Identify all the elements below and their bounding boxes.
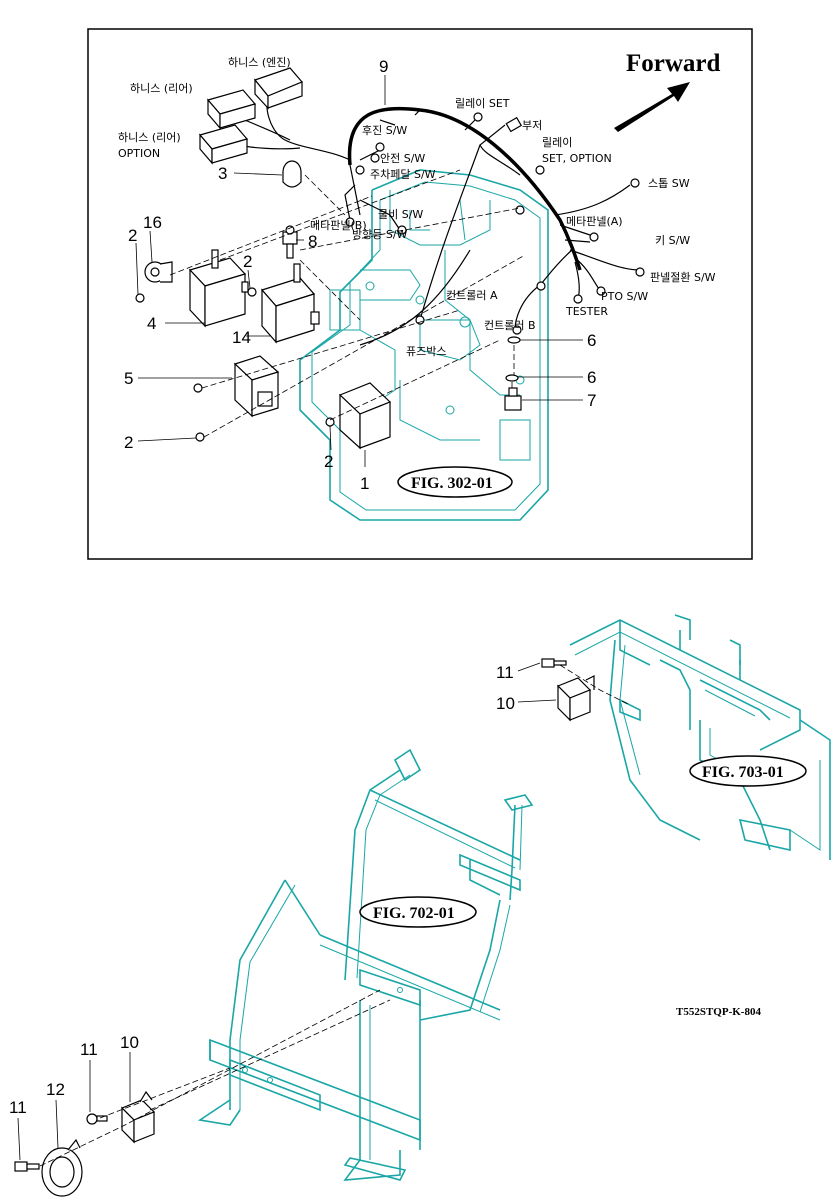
callout-3: 3 bbox=[218, 164, 227, 183]
harness-engine-plug bbox=[253, 67, 303, 110]
callout-9: 9 bbox=[379, 57, 388, 76]
label-reverse-sw: 후진 S/W bbox=[362, 124, 407, 137]
figure-ref-703-bubble bbox=[689, 755, 807, 787]
callout-16: 16 bbox=[143, 213, 162, 232]
chassis-frame-top bbox=[299, 169, 549, 521]
assembly-line-right bbox=[559, 664, 631, 706]
label-pto-sw: PTO S/W bbox=[601, 290, 648, 303]
harness-rear-plug bbox=[206, 89, 257, 130]
callout-6a: 6 bbox=[587, 331, 596, 350]
label-relay-option-2: SET, OPTION bbox=[542, 152, 612, 165]
harness-rear-option-plug bbox=[198, 124, 249, 165]
callout-7: 7 bbox=[587, 391, 596, 410]
drawing-code: T552STQP-K-804 bbox=[676, 1006, 761, 1018]
callout-11-left-lower: 11 bbox=[9, 1098, 27, 1117]
relay-10-right bbox=[556, 675, 595, 722]
callout-1: 1 bbox=[360, 474, 369, 493]
callout-8: 8 bbox=[308, 232, 317, 251]
callout-14: 14 bbox=[232, 328, 251, 347]
label-safety-sw: 안전 S/W bbox=[380, 152, 425, 165]
label-meter-panel-a: 메타판넬(A) bbox=[566, 215, 623, 228]
frame-703 bbox=[569, 614, 831, 860]
part-14-controller bbox=[260, 263, 320, 344]
bolt-11-right bbox=[541, 658, 567, 668]
callout-12: 12 bbox=[46, 1080, 65, 1099]
part-1-fuse-box bbox=[338, 382, 392, 450]
label-panel-switch-sw: 판넬절환 S/W bbox=[650, 271, 716, 284]
label-fuse-box: 퓨즈박스 bbox=[406, 345, 446, 358]
callout-5: 5 bbox=[124, 369, 133, 388]
label-harness-rear-option-2: OPTION bbox=[118, 147, 160, 160]
leader-lines-top bbox=[135, 75, 583, 467]
bolt-11-left-lower bbox=[14, 1161, 40, 1172]
label-controller-b: 컨트롤러 B bbox=[484, 319, 536, 332]
top-figure-frame bbox=[87, 28, 753, 560]
label-harness-engine: 하니스 (엔진) bbox=[228, 55, 291, 69]
small-connectors bbox=[345, 112, 645, 335]
part-4-controller bbox=[188, 249, 249, 328]
bolts-top bbox=[135, 287, 335, 442]
forward-arrow-icon bbox=[614, 82, 690, 132]
part-8-switch bbox=[282, 225, 298, 259]
label-direction-light: 방향등 S/W bbox=[352, 228, 408, 241]
part-7-switch bbox=[504, 387, 522, 411]
bolt-11-left-upper bbox=[86, 1113, 108, 1125]
frame-702 bbox=[197, 748, 534, 1181]
callout-2d: 2 bbox=[324, 452, 333, 471]
callout-2a: 2 bbox=[128, 226, 137, 245]
part-6-washers bbox=[505, 336, 521, 382]
label-parking-pedal-sw: 주차페달 S/W bbox=[370, 168, 436, 181]
label-key-sw: 키 S/W bbox=[655, 234, 690, 247]
figure-ref-702: FIG. 702-01 bbox=[373, 905, 455, 922]
label-harness-rear-option-1: 하니스 (리어) bbox=[118, 130, 181, 144]
part-16-sensor bbox=[144, 261, 173, 283]
callout-11-left-upper: 11 bbox=[80, 1040, 98, 1059]
figure-ref-702-bubble bbox=[359, 896, 477, 928]
label-buzzer: 부저 bbox=[522, 119, 542, 132]
figure-ref-302: FIG. 302-01 bbox=[411, 475, 493, 492]
part-5-relay-box bbox=[233, 355, 280, 418]
callout-10-right: 10 bbox=[496, 694, 515, 713]
forward-label: Forward bbox=[626, 50, 721, 77]
label-start-sw: 스톱 SW bbox=[648, 177, 690, 190]
callout-6b: 6 bbox=[587, 368, 596, 387]
figure-ref-703: FIG. 703-01 bbox=[702, 764, 784, 781]
assembly-lines-top bbox=[169, 169, 526, 438]
label-harness-rear: 하니스 (리어) bbox=[130, 81, 193, 95]
callout-10-left: 10 bbox=[120, 1033, 139, 1052]
label-relay-option-1: 릴레이 bbox=[542, 136, 572, 149]
figure-ref-302-bubble bbox=[397, 466, 513, 498]
callout-11-right: 11 bbox=[496, 663, 514, 682]
assembly-lines-bottom-left bbox=[39, 989, 391, 1167]
label-tester: TESTER bbox=[565, 305, 608, 318]
callout-2c: 2 bbox=[124, 433, 133, 452]
relay-10-left bbox=[120, 1090, 156, 1144]
part-3-buzzer-cap bbox=[282, 160, 302, 188]
label-controller-a: 컨트롤러 A bbox=[446, 289, 498, 302]
callout-4: 4 bbox=[147, 314, 156, 333]
label-cool-sw: 쿨비 S/W bbox=[378, 208, 423, 221]
callout-2b: 2 bbox=[243, 252, 252, 271]
label-relay-set: 릴레이 SET bbox=[455, 97, 510, 110]
label-meter-panel-b: 메타판넬(B) bbox=[310, 219, 367, 232]
